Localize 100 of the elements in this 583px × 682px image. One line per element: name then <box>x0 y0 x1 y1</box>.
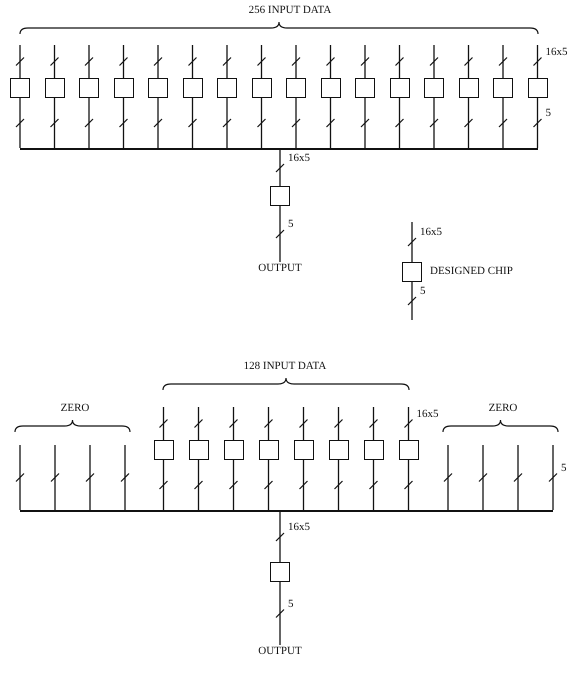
chip-box <box>217 78 237 98</box>
bus-line <box>162 407 164 440</box>
bus-line <box>468 98 470 148</box>
bus-line <box>268 460 270 510</box>
bus-line <box>54 98 56 148</box>
bus-line <box>198 407 200 440</box>
chip-box <box>258 440 278 460</box>
bus-line <box>232 460 234 510</box>
bus-line <box>88 45 90 78</box>
bus-width-label: 16x5 <box>420 226 442 238</box>
chip-box <box>182 78 202 98</box>
bus-line <box>338 407 340 440</box>
bus-line <box>122 45 124 78</box>
bus-width-label: 5 <box>561 462 566 474</box>
chip-box <box>114 78 134 98</box>
output-label: OUTPUT <box>255 262 305 274</box>
bracket-label: ZERO <box>488 402 518 414</box>
bus-line <box>302 460 304 510</box>
bus-line <box>468 45 470 78</box>
bus-line <box>482 445 484 510</box>
bus-line <box>20 510 553 512</box>
bus-line <box>517 445 519 510</box>
chip-box <box>188 440 208 460</box>
bus-line <box>162 460 164 510</box>
bus-line <box>295 45 297 78</box>
bus-line <box>302 407 304 440</box>
bus-line <box>295 98 297 148</box>
bus-line <box>260 98 262 148</box>
chip-box <box>252 78 272 98</box>
bus-line <box>398 45 400 78</box>
bus-line <box>89 445 91 510</box>
bus-line <box>330 45 332 78</box>
bus-line <box>372 460 374 510</box>
chip-box <box>154 440 174 460</box>
chip-box <box>390 78 410 98</box>
bus-width-label: 16x5 <box>288 521 310 533</box>
bus-width-label: 16x5 <box>288 152 310 164</box>
bus-line <box>20 148 538 150</box>
bracket-label: 128 INPUT DATA <box>242 360 328 372</box>
bus-line <box>19 445 21 510</box>
bus-line <box>536 45 538 78</box>
bus-line <box>268 407 270 440</box>
bus-line <box>372 407 374 440</box>
output-label: OUTPUT <box>255 645 305 657</box>
chip-box <box>294 440 314 460</box>
chip-box <box>328 440 348 460</box>
bus-line <box>198 460 200 510</box>
bus-line <box>408 460 410 510</box>
bracket-label: ZERO <box>60 402 90 414</box>
chip-box <box>355 78 375 98</box>
chip-box <box>528 78 548 98</box>
bus-line <box>536 98 538 148</box>
bus-line <box>232 407 234 440</box>
bus-line <box>192 45 194 78</box>
chip-box <box>10 78 30 98</box>
chip-box <box>364 440 384 460</box>
bus-line <box>226 98 228 148</box>
bus-line <box>279 512 281 562</box>
bus-line <box>54 45 56 78</box>
bus-line <box>552 445 554 510</box>
chip-box <box>286 78 306 98</box>
chip-box <box>79 78 99 98</box>
bus-line <box>124 445 126 510</box>
bus-width-label: 5 <box>288 598 294 610</box>
chip-box <box>320 78 340 98</box>
bus-line <box>433 98 435 148</box>
chip-box <box>224 440 244 460</box>
bus-width-label: 5 <box>288 218 294 230</box>
bus-line <box>398 98 400 148</box>
bus-line <box>226 45 228 78</box>
chip-box <box>148 78 168 98</box>
bus-line <box>502 45 504 78</box>
chip-caption: DESIGNED CHIP <box>430 265 513 277</box>
bus-line <box>330 98 332 148</box>
bus-line <box>157 45 159 78</box>
bus-width-label: 16x5 <box>546 46 568 58</box>
bus-line <box>408 407 410 440</box>
bus-line <box>364 45 366 78</box>
bus-line <box>364 98 366 148</box>
bus-line <box>411 282 413 320</box>
chip-box <box>458 78 478 98</box>
chip-box <box>493 78 513 98</box>
bus-line <box>192 98 194 148</box>
bus-line <box>88 98 90 148</box>
bus-line <box>157 98 159 148</box>
bus-line <box>54 445 56 510</box>
bus-width-label: 5 <box>546 107 551 119</box>
bus-line <box>122 98 124 148</box>
bus-line <box>19 98 21 148</box>
chip-box <box>402 262 422 282</box>
bus-line <box>502 98 504 148</box>
bus-line <box>338 460 340 510</box>
chip-box <box>424 78 444 98</box>
chip-box <box>270 562 290 582</box>
chip-box <box>398 440 418 460</box>
bus-line <box>19 45 21 78</box>
chip-box <box>44 78 64 98</box>
bus-width-label: 5 <box>420 285 426 297</box>
bus-line <box>433 45 435 78</box>
bus-width-label: 16x5 <box>416 408 438 420</box>
